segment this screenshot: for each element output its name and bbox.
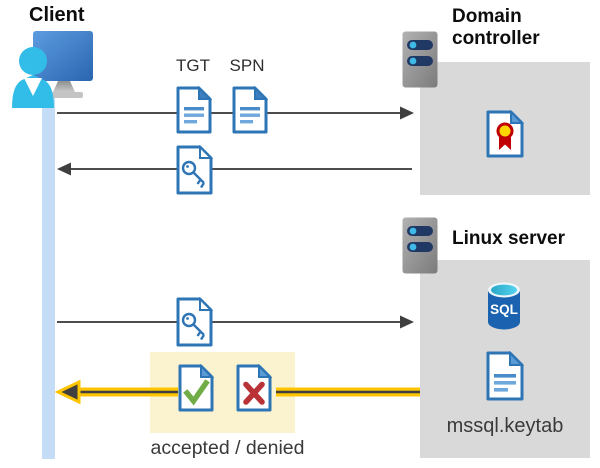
accepted-denied-caption: accepted / denied	[150, 437, 305, 459]
linux-server-server-icon	[402, 217, 438, 274]
keytab-document-icon	[486, 351, 524, 401]
sql-badge-text: SQL	[490, 302, 518, 317]
client-user-monitor-icon	[8, 23, 118, 108]
key-document-icon-dc	[176, 145, 213, 195]
client-title: Client	[29, 4, 85, 26]
linux-server-title: Linux server	[452, 228, 565, 249]
spn-document-icon	[232, 86, 268, 134]
domain-controller-title: Domain controller	[452, 6, 540, 49]
tgt-label: TGT	[176, 56, 210, 75]
client-lifeline	[42, 94, 55, 459]
arrow-dc-to-client	[57, 162, 412, 176]
arrow-linux-to-client-highlighted	[54, 379, 420, 405]
keytab-filename-label: mssql.keytab	[446, 415, 564, 437]
arrow-client-to-linux	[57, 315, 414, 329]
certificate-document-icon	[486, 110, 524, 158]
tgt-document-icon	[176, 86, 212, 134]
check-document-icon	[178, 364, 214, 412]
key-document-icon-linux	[176, 297, 213, 347]
cross-document-icon	[236, 364, 272, 412]
domain-controller-server-icon	[402, 31, 438, 88]
arrow-client-to-dc	[57, 106, 414, 120]
spn-label: SPN	[229, 56, 265, 75]
sql-database-icon: SQL	[486, 281, 522, 330]
